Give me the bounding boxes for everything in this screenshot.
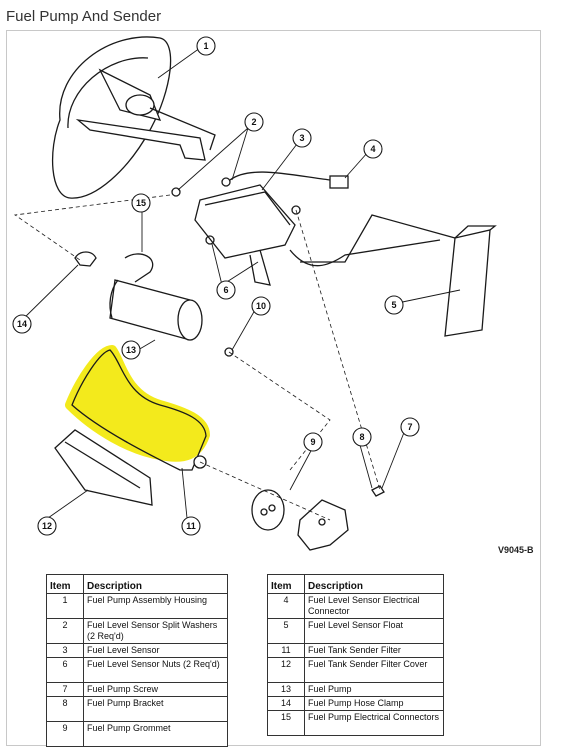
table-row: 4 Fuel Level Sensor Electrical Connector [267,593,444,619]
table-row: 15 Fuel Pump Electrical Connectors [267,710,444,736]
table-row: 12 Fuel Tank Sender Filter Cover [267,657,444,683]
callout-4: 4 [370,144,375,154]
item-header: Item [267,574,305,594]
item-description: Fuel Pump Screw [83,682,228,697]
table-row: 7 Fuel Pump Screw [46,682,228,697]
item-number: 7 [46,682,84,697]
callout-9: 9 [310,437,315,447]
callout-10: 10 [256,301,266,311]
fuel-pump [109,253,203,341]
callout-14: 14 [17,319,27,329]
item-description: Fuel Level Sensor Electrical Connector [304,593,444,619]
callout-2: 2 [251,117,256,127]
item-description: Fuel Pump [304,682,444,697]
fuel-level-sensor-float [444,225,497,337]
assembly-lines [13,194,381,521]
item-description: Fuel Level Sensor Nuts (2 Req'd) [83,657,228,683]
item-description: Fuel Tank Sender Filter [304,643,444,658]
item-description: Fuel Level Sensor Split Washers (2 Req'd… [83,618,228,644]
item-header: Item [46,574,84,594]
item-number: 13 [267,682,305,697]
callout-circles [12,36,420,536]
item-number: 6 [46,657,84,683]
callout-1: 1 [203,41,208,51]
fasteners [74,177,385,497]
item-number: 5 [267,618,305,644]
description-header: Description [304,574,444,594]
item-description: Fuel Tank Sender Filter Cover [304,657,444,683]
callout-8: 8 [359,432,364,442]
table-row: 9 Fuel Pump Grommet [46,721,228,747]
table-row: 6 Fuel Level Sensor Nuts (2 Req'd) [46,657,228,683]
callout-11: 11 [186,521,196,531]
item-number: 15 [267,710,305,736]
fuel-pump-grommet [251,489,285,531]
callout-13: 13 [126,345,136,355]
item-number: 9 [46,721,84,747]
callout-5: 5 [391,300,396,310]
item-number: 12 [267,657,305,683]
fuel-tank-sender-filter-cover [54,429,153,506]
table-row: 2 Fuel Level Sensor Split Washers (2 Req… [46,618,228,644]
leader-lines [19,47,461,519]
callout-6: 6 [223,285,228,295]
table-row: 3 Fuel Level Sensor [46,643,228,658]
item-description: Fuel Pump Hose Clamp [304,696,444,711]
fuel-pump-bracket [297,499,349,551]
item-number: 2 [46,618,84,644]
table-row: 8 Fuel Pump Bracket [46,696,228,722]
table-row: 1 Fuel Pump Assembly Housing [46,593,228,619]
legend-header-row: Item Description [46,574,228,594]
table-row: 11 Fuel Tank Sender Filter [267,643,444,658]
legend-table-right: Item Description 4 Fuel Level Sensor Ele… [267,574,444,736]
callout-15: 15 [136,198,146,208]
fuel-pump-housing [51,36,216,199]
item-description: Fuel Pump Grommet [83,721,228,747]
figure-code: V9045-B [498,545,534,555]
callout-numbers: 1 2 3 4 5 6 7 8 9 10 11 12 13 14 15 [17,41,413,531]
item-description: Fuel Level Sensor [83,643,228,658]
callout-3: 3 [299,133,304,143]
fuel-level-sensor [194,171,456,286]
legend-table-left: Item Description 1 Fuel Pump Assembly Ho… [46,574,228,747]
callout-12: 12 [42,521,52,531]
item-description: Fuel Pump Electrical Connectors [304,710,444,736]
item-description: Fuel Level Sensor Float [304,618,444,644]
callout-7: 7 [407,422,412,432]
page-title: Fuel Pump And Sender [6,8,162,25]
item-number: 1 [46,593,84,619]
description-header: Description [83,574,228,594]
table-row: 13 Fuel Pump [267,682,444,697]
item-number: 3 [46,643,84,658]
item-number: 11 [267,643,305,658]
table-row: 14 Fuel Pump Hose Clamp [267,696,444,711]
item-number: 14 [267,696,305,711]
legend-header-row: Item Description [267,574,444,594]
item-number: 8 [46,696,84,722]
item-number: 4 [267,593,305,619]
item-description: Fuel Pump Bracket [83,696,228,722]
item-description: Fuel Pump Assembly Housing [83,593,228,619]
table-row: 5 Fuel Level Sensor Float [267,618,444,644]
